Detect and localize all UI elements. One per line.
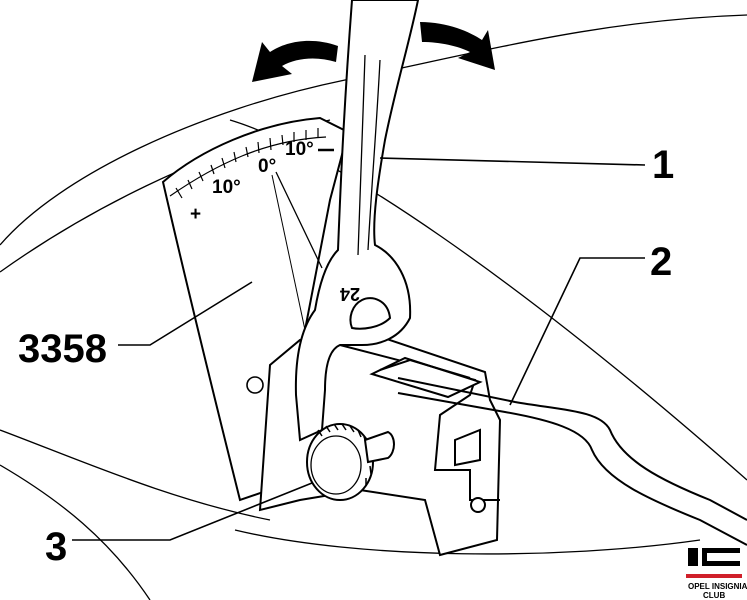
arrow-counter-clockwise-icon — [252, 40, 338, 82]
leader-1 — [379, 157, 646, 166]
logo-accent-bar — [686, 574, 742, 578]
callout-tool-number: 3358 — [18, 327, 107, 371]
protractor-ticks — [175, 128, 319, 199]
protractor-zero: 0° — [258, 156, 276, 177]
protractor-left-10: 10° — [212, 177, 241, 198]
protractor-plus: + — [190, 204, 201, 225]
protractor-plate: + 10° 0° 10° — [161, 116, 350, 502]
contour-upper — [0, 14, 747, 246]
leader-lines — [72, 157, 646, 541]
plate-hole — [246, 376, 264, 394]
rotation-arrows — [252, 22, 495, 82]
adjusting-rod — [397, 377, 747, 546]
protractor-ref-line — [271, 174, 306, 331]
contour-bottom — [234, 529, 701, 555]
callout-3: 3 — [45, 525, 67, 569]
leader-2 — [509, 257, 645, 406]
callout-2: 2 — [650, 240, 672, 284]
opel-insignia-club-logo: OPEL INSIGNIA CLUB — [686, 545, 747, 600]
protractor-zero-line — [275, 171, 323, 269]
logo-line1: OPEL INSIGNIA — [688, 582, 747, 591]
protractor-right-10: 10° — [285, 139, 314, 160]
contour-lower — [0, 429, 271, 521]
leader-3 — [72, 482, 313, 541]
thumb-screw — [306, 423, 395, 501]
arrow-clockwise-icon — [420, 22, 495, 70]
contour-lower-2 — [0, 464, 151, 600]
leader-3358 — [118, 281, 253, 346]
bracket-hole — [470, 497, 486, 513]
callout-1: 1 — [652, 143, 674, 187]
logo-line2: CLUB — [703, 591, 725, 600]
wrench-size-label: 24 — [340, 284, 360, 304]
wrench: 24 — [294, 0, 420, 442]
